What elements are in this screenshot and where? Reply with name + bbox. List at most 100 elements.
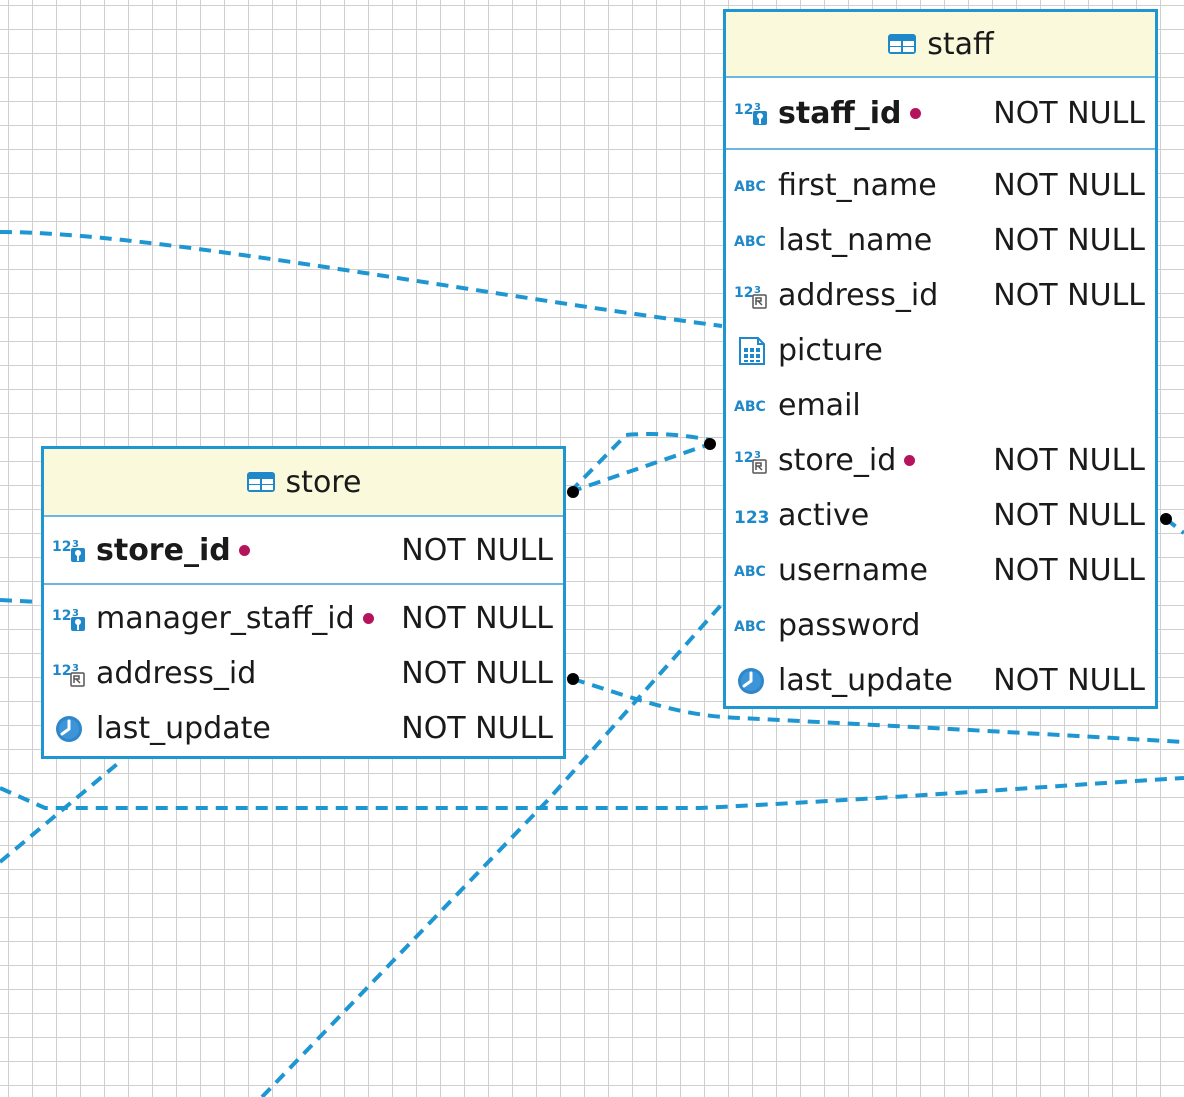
- column-row[interactable]: ABC password: [726, 598, 1155, 653]
- relationship-line[interactable]: [0, 598, 41, 604]
- text-icon: ABC: [734, 611, 772, 641]
- column-name: last_name: [778, 223, 933, 258]
- column-name: password: [778, 608, 921, 643]
- svg-text:3: 3: [72, 608, 79, 619]
- column-constraint: NOT NULL: [401, 532, 553, 568]
- svg-text:12: 12: [734, 450, 753, 466]
- svg-text:3: 3: [754, 285, 761, 296]
- column-row[interactable]: ABC email: [726, 378, 1155, 433]
- column-name: last_update: [96, 711, 271, 746]
- key-marker: [909, 107, 921, 119]
- column-name: email: [778, 388, 861, 423]
- column-constraint: NOT NULL: [401, 711, 553, 746]
- column-name: last_update: [778, 663, 953, 698]
- key-marker: [238, 544, 250, 556]
- column-name: store_id: [96, 532, 231, 568]
- column-name: address_id: [778, 278, 939, 313]
- column-constraint: NOT NULL: [993, 498, 1145, 533]
- text-icon: ABC: [734, 556, 772, 586]
- svg-text:3: 3: [754, 450, 761, 461]
- relationship-line[interactable]: [260, 602, 724, 1097]
- column-name: store_id: [778, 443, 897, 478]
- svg-text:ABC: ABC: [734, 399, 766, 415]
- column-name: active: [778, 498, 870, 533]
- column-row[interactable]: last_update NOT NULL: [726, 653, 1155, 708]
- key-marker: [904, 455, 916, 466]
- svg-text:3: 3: [754, 102, 761, 113]
- relationship-endpoint[interactable]: [567, 673, 579, 685]
- svg-text:ABC: ABC: [734, 619, 766, 635]
- relationship-endpoint[interactable]: [567, 486, 579, 498]
- column-name: address_id: [96, 656, 257, 691]
- clock-icon: [52, 714, 90, 744]
- relationship-line[interactable]: [572, 677, 1184, 744]
- relationship-line[interactable]: [569, 442, 711, 494]
- column-constraint: NOT NULL: [993, 278, 1145, 313]
- entity-header[interactable]: store: [44, 449, 563, 517]
- entity-header[interactable]: staff: [726, 12, 1155, 78]
- column-constraint: NOT NULL: [401, 656, 553, 691]
- column-constraint: NOT NULL: [993, 223, 1145, 258]
- svg-text:12: 12: [734, 285, 753, 301]
- svg-text:12: 12: [52, 539, 71, 555]
- column-constraint: NOT NULL: [993, 95, 1145, 131]
- relationship-line[interactable]: [568, 431, 711, 494]
- clock-icon: [734, 666, 772, 696]
- column-constraint: NOT NULL: [993, 553, 1145, 588]
- column-name: manager_staff_id: [96, 601, 355, 636]
- svg-text:ABC: ABC: [734, 179, 766, 195]
- svg-text:12: 12: [734, 102, 753, 118]
- svg-text:ABC: ABC: [734, 564, 766, 580]
- relationship-endpoint[interactable]: [1160, 513, 1172, 525]
- column-row[interactable]: ABC last_name NOT NULL: [726, 213, 1155, 268]
- key-marker: [362, 613, 374, 624]
- column-constraint: NOT NULL: [993, 443, 1145, 478]
- column-constraint: NOT NULL: [993, 168, 1145, 203]
- relationship-line[interactable]: [0, 758, 124, 864]
- binary-icon: [734, 336, 772, 366]
- relationship-line[interactable]: [0, 230, 723, 328]
- svg-text:3: 3: [72, 539, 79, 550]
- column-constraint: NOT NULL: [401, 601, 553, 636]
- svg-text:ABC: ABC: [734, 234, 766, 250]
- numeric-icon: 123: [734, 501, 772, 531]
- column-name: staff_id: [778, 95, 902, 131]
- entity-title: store: [285, 464, 362, 500]
- text-icon: ABC: [734, 391, 772, 421]
- entity-title: staff: [927, 26, 994, 62]
- column-name: username: [778, 553, 928, 588]
- column-row[interactable]: picture: [726, 323, 1155, 378]
- column-constraint: NOT NULL: [993, 663, 1145, 698]
- column-row[interactable]: ABC first_name NOT NULL: [726, 158, 1155, 213]
- column-row[interactable]: ABC username NOT NULL: [726, 543, 1155, 598]
- column-name: picture: [778, 333, 883, 368]
- svg-text:3: 3: [72, 663, 79, 674]
- relationship-line[interactable]: [0, 776, 1184, 810]
- text-icon: ABC: [734, 226, 772, 256]
- column-name: first_name: [778, 168, 937, 203]
- relationship-endpoint[interactable]: [704, 438, 716, 450]
- text-icon: ABC: [734, 171, 772, 201]
- table-icon: [246, 472, 275, 492]
- column-row[interactable]: last_update NOT NULL: [44, 701, 563, 756]
